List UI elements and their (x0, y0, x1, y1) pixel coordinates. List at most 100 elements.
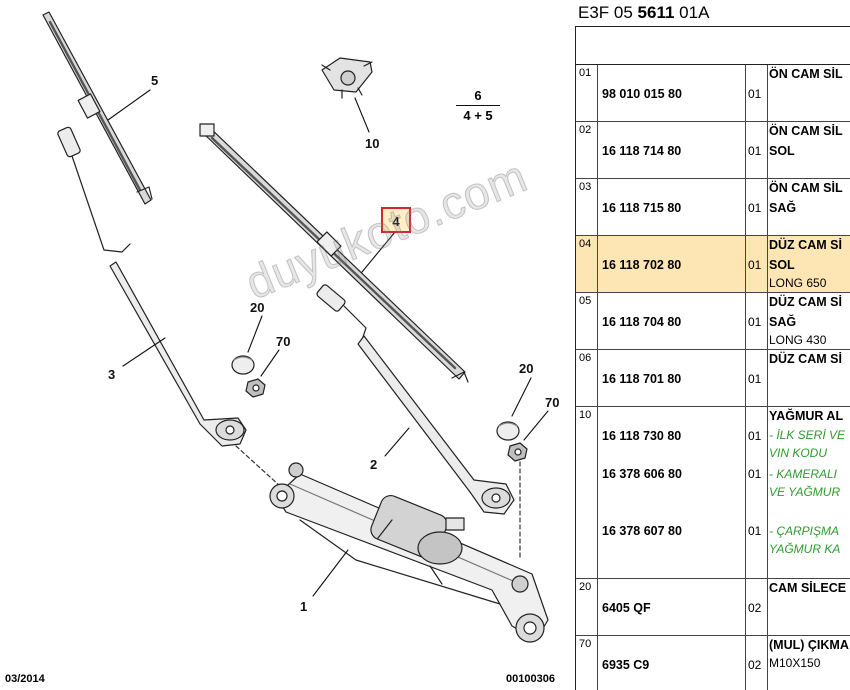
quantity: 01 (748, 87, 762, 101)
row-ref: 03 (576, 179, 598, 235)
exploded-diagram: 5 3 2 1 4 10 20 70 20 70 6 4 + 5 duyukot… (5, 11, 560, 685)
row-ref: 01 (576, 65, 598, 121)
rain-sensor (321, 57, 373, 99)
wiper-arm-right (57, 126, 247, 447)
wiper-blade-right (42, 11, 153, 205)
table-row[interactable]: 02 16 118 714 80 01 ÖN CAM SİL SOL (575, 122, 850, 179)
table-header (575, 27, 850, 65)
description: DÜZ CAM Sİ (769, 238, 842, 252)
qty-column (745, 293, 768, 349)
description: ÖN CAM SİL (769, 181, 843, 195)
variant-note: VIN KODU (769, 446, 828, 460)
variant-note: YAĞMUR KA (769, 542, 841, 556)
side-label: SOL (769, 258, 795, 272)
row-ref: 70 (576, 636, 598, 690)
sheet-title: E3F 05 5611 01A (575, 0, 850, 27)
footer-figure-code: 00100306 (506, 673, 555, 685)
part-number[interactable]: 16 118 702 80 (602, 258, 682, 272)
table-row[interactable]: 70 6935 C9 02 (MUL) ÇIKMA M10X150 (575, 636, 850, 690)
wiper-drawing (42, 11, 549, 643)
row-ref: 20 (576, 579, 598, 635)
callout-20-right[interactable]: 20 (250, 300, 265, 315)
footer-date: 03/2014 (5, 673, 45, 685)
part-number[interactable]: 6405 QF (602, 601, 651, 615)
qty-column (745, 407, 768, 578)
title-bold: 5611 (637, 3, 675, 22)
part-number[interactable]: 16 378 607 80 (602, 524, 682, 538)
table-row-selected[interactable]: 04 16 118 702 80 01 DÜZ CAM Sİ SOL LONG … (575, 236, 850, 293)
variant-note: VE YAĞMUR (769, 485, 841, 499)
thread-size: M10X150 (769, 656, 821, 670)
quantity: 01 (748, 524, 762, 538)
table-row[interactable]: 03 16 118 715 80 01 ÖN CAM SİL SAĞ (575, 179, 850, 236)
description: ÖN CAM SİL (769, 124, 843, 138)
row-ref: 04 (576, 236, 598, 292)
quantity: 01 (748, 429, 762, 443)
callout-5[interactable]: 5 (151, 73, 159, 88)
callout-20-left[interactable]: 20 (519, 361, 534, 376)
part-number[interactable]: 16 378 606 80 (602, 467, 682, 481)
variant-note: - İLK SERİ VE (769, 428, 846, 442)
row-ref: 06 (576, 350, 598, 406)
wiper-linkage (269, 462, 549, 643)
table-row-multi[interactable]: 10 YAĞMUR AL 16 118 730 80 01 - İLK SERİ… (575, 407, 850, 579)
part-number[interactable]: 16 118 714 80 (602, 144, 682, 158)
callout-1[interactable]: 1 (300, 599, 308, 614)
wiper-arm-left (316, 284, 515, 515)
callout-4[interactable]: 4 (381, 207, 411, 233)
callout-3[interactable]: 3 (108, 367, 116, 382)
quantity: 01 (748, 315, 762, 329)
row-ref: 05 (576, 293, 598, 349)
description: ÖN CAM SİL (769, 67, 843, 81)
nut-caps (231, 355, 520, 441)
side-label: SAĞ (769, 201, 797, 215)
side-label: SOL (769, 144, 795, 158)
description: DÜZ CAM Sİ (769, 295, 842, 309)
fraction-rule (456, 105, 500, 106)
length-label: LONG 430 (769, 333, 827, 347)
part-number[interactable]: 16 118 730 80 (602, 429, 682, 443)
table-row[interactable]: 01 98 010 015 80 01 ÖN CAM SİL (575, 65, 850, 122)
callout-70-right[interactable]: 70 (276, 334, 291, 349)
part-number[interactable]: 16 118 704 80 (602, 315, 682, 329)
quantity: 01 (748, 144, 762, 158)
qty-column (745, 65, 768, 121)
qty-column (745, 350, 768, 406)
part-number[interactable]: 16 118 715 80 (602, 201, 682, 215)
side-label: SAĞ (769, 315, 797, 329)
title-suffix: 01A (674, 3, 710, 22)
quantity: 01 (748, 201, 762, 215)
table-row[interactable]: 05 16 118 704 80 01 DÜZ CAM Sİ SAĞ LONG … (575, 293, 850, 350)
title-prefix: E3F 05 (578, 3, 638, 22)
length-label: LONG 650 (769, 276, 827, 290)
callout-10[interactable]: 10 (365, 136, 380, 151)
leader-lines (107, 89, 549, 597)
quantity: 01 (748, 258, 762, 272)
description: CAM SİLECE (769, 581, 847, 595)
callout-70-left[interactable]: 70 (545, 395, 560, 410)
fraction-callout: 6 4 + 5 (456, 88, 500, 123)
fraction-top[interactable]: 6 (474, 88, 482, 103)
description: YAĞMUR AL (769, 409, 844, 423)
description: (MUL) ÇIKMA (769, 638, 849, 652)
quantity: 02 (748, 601, 762, 615)
callout-2[interactable]: 2 (370, 457, 378, 472)
table-row[interactable]: 20 6405 QF 02 CAM SİLECE (575, 579, 850, 636)
variant-note: - KAMERALI (769, 467, 838, 481)
part-number[interactable]: 98 010 015 80 (602, 87, 682, 101)
quantity: 02 (748, 658, 762, 672)
part-number[interactable]: 16 118 701 80 (602, 372, 682, 386)
row-ref: 10 (576, 407, 598, 578)
nuts (245, 378, 528, 462)
qty-column (745, 179, 768, 235)
wiper-blade-left (199, 123, 469, 383)
qty-column (745, 236, 768, 292)
variant-note: - ÇARPIŞMA (769, 524, 840, 538)
quantity: 01 (748, 467, 762, 481)
part-number[interactable]: 6935 C9 (602, 658, 650, 672)
parts-table: E3F 05 5611 01A 01 98 010 015 80 01 ÖN C… (575, 0, 850, 690)
fraction-bottom: 4 + 5 (463, 108, 493, 123)
table-row[interactable]: 06 16 118 701 80 01 DÜZ CAM Sİ (575, 350, 850, 407)
assembly-guides (235, 445, 521, 561)
description: DÜZ CAM Sİ (769, 352, 842, 366)
